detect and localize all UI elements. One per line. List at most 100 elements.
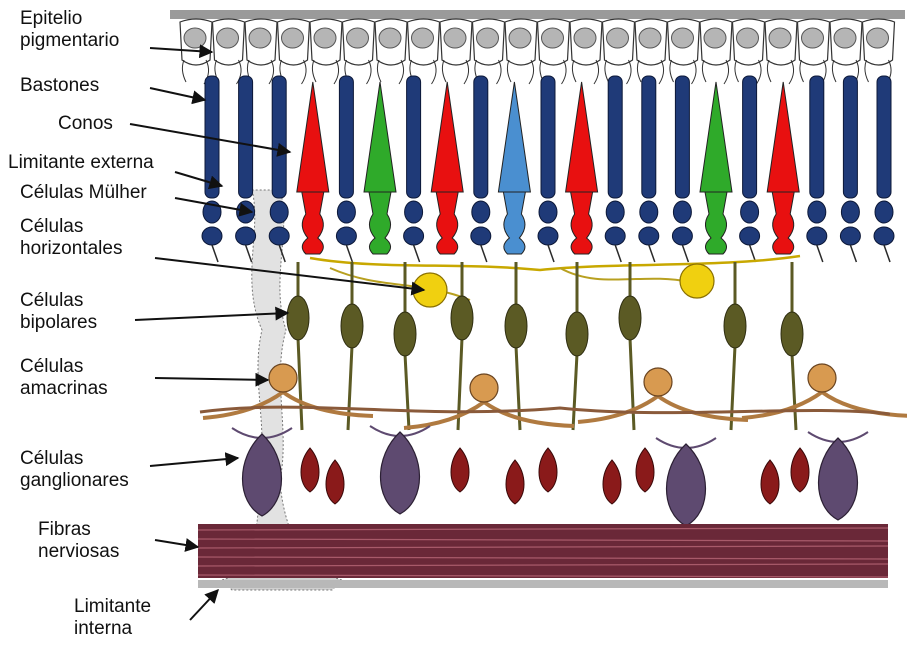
rod-outer-segment — [642, 76, 656, 198]
epithelium-nucleus — [737, 28, 759, 48]
rod-axon — [615, 245, 621, 262]
rod-terminal — [639, 227, 659, 245]
epithelium-nucleus — [607, 28, 629, 48]
epithelium-nucleus — [379, 28, 401, 48]
epithelium-nucleus — [444, 28, 466, 48]
rod-nucleus — [405, 201, 423, 223]
ganglion-cell-body — [667, 444, 706, 526]
epithelium-nucleus — [802, 28, 824, 48]
label-celulas-ganglionares: Células ganglionares — [20, 448, 129, 492]
rod-terminal — [605, 227, 625, 245]
cone-inner-segment — [772, 192, 794, 254]
amacrine-process — [203, 392, 373, 418]
ganglion-cell-small — [761, 460, 779, 504]
epithelium-nucleus — [834, 28, 856, 48]
label-celulas-bipolares: Células bipolares — [20, 290, 97, 334]
rod-outer-segment — [474, 76, 488, 198]
rod-axon — [346, 245, 352, 262]
amacrine-cells — [200, 364, 907, 428]
epithelium-top-band — [170, 10, 905, 19]
bipolar-cell-body — [451, 296, 473, 340]
epithelium-nucleus — [282, 28, 304, 48]
amacrine-cell-body — [269, 364, 297, 392]
amacrine-cell-body — [470, 374, 498, 402]
cone-outer-segment — [431, 82, 463, 192]
rod-nucleus — [270, 201, 288, 223]
rod-terminal — [471, 227, 491, 245]
rod-outer-segment — [810, 76, 824, 198]
bipolar-cells — [287, 262, 803, 430]
rod-nucleus — [606, 201, 624, 223]
label-arrow — [190, 590, 218, 620]
bipolar-cell-body — [724, 304, 746, 348]
rod-nucleus — [808, 201, 826, 223]
epithelium-nucleus — [509, 28, 531, 48]
inner-limiting-membrane — [198, 580, 888, 588]
ganglion-cell-small — [451, 448, 469, 492]
ganglion-cell-small — [506, 460, 524, 504]
epithelium-nucleus — [574, 28, 596, 48]
ganglion-cell-small — [326, 460, 344, 504]
rod-outer-segment — [407, 76, 421, 198]
ganglion-cell-small — [301, 448, 319, 492]
rod-terminal — [672, 227, 692, 245]
rod-axon — [212, 245, 218, 262]
rod-outer-segment — [541, 76, 555, 198]
rod-nucleus — [841, 201, 859, 223]
rod-terminal — [404, 227, 424, 245]
cone-inner-segment — [705, 192, 727, 254]
rod-terminal — [236, 227, 256, 245]
rod-outer-segment — [675, 76, 689, 198]
cone-inner-segment — [369, 192, 391, 254]
cone-inner-segment — [571, 192, 593, 254]
rod-axon — [750, 245, 756, 262]
bipolar-cell-body — [341, 304, 363, 348]
label-limitante-interna: Limitante interna — [74, 596, 151, 640]
epithelium-nucleus — [867, 28, 889, 48]
rod-nucleus — [337, 201, 355, 223]
bipolar-cell-body — [287, 296, 309, 340]
rod-outer-segment — [608, 76, 622, 198]
epithelium-nucleus — [477, 28, 499, 48]
cone-inner-segment — [503, 192, 525, 254]
label-celulas-horizontales: Células horizontales — [20, 216, 122, 260]
rod-axon — [649, 245, 655, 262]
rod-outer-segment — [843, 76, 857, 198]
ganglion-cell-body — [819, 438, 858, 520]
rod-terminal — [807, 227, 827, 245]
horizontal-cell-body — [680, 264, 714, 298]
rod-axon — [817, 245, 823, 262]
label-celulas-mulher: Células Mülher — [20, 182, 147, 204]
label-fibras-nerviosas: Fibras nerviosas — [38, 519, 119, 563]
bipolar-cell-body — [505, 304, 527, 348]
epithelium-nucleus — [542, 28, 564, 48]
epithelium-nucleus — [347, 28, 369, 48]
cone-outer-segment — [297, 82, 329, 192]
cone-outer-segment — [566, 82, 598, 192]
rod-nucleus — [741, 201, 759, 223]
cone-outer-segment — [767, 82, 799, 192]
cone-inner-segment — [302, 192, 324, 254]
rod-axon — [414, 245, 420, 262]
bipolar-axon — [630, 262, 634, 430]
label-conos: Conos — [58, 113, 113, 135]
amacrine-cell-body — [644, 368, 672, 396]
rod-nucleus — [539, 201, 557, 223]
rod-nucleus — [640, 201, 658, 223]
cone-outer-segment — [498, 82, 530, 192]
rod-terminal — [202, 227, 222, 245]
rod-axon — [850, 245, 856, 262]
rod-outer-segment — [743, 76, 757, 198]
epithelium-nucleus — [639, 28, 661, 48]
rod-terminal — [740, 227, 760, 245]
horizontal-processes — [330, 268, 690, 300]
bipolar-axon — [458, 262, 462, 430]
bipolar-cell-body — [619, 296, 641, 340]
bipolar-cell-body — [566, 312, 588, 356]
epithelium-nucleus — [412, 28, 434, 48]
ganglion-cell-small — [539, 448, 557, 492]
amacrine-process — [404, 402, 574, 428]
epithelium-nucleus — [704, 28, 726, 48]
